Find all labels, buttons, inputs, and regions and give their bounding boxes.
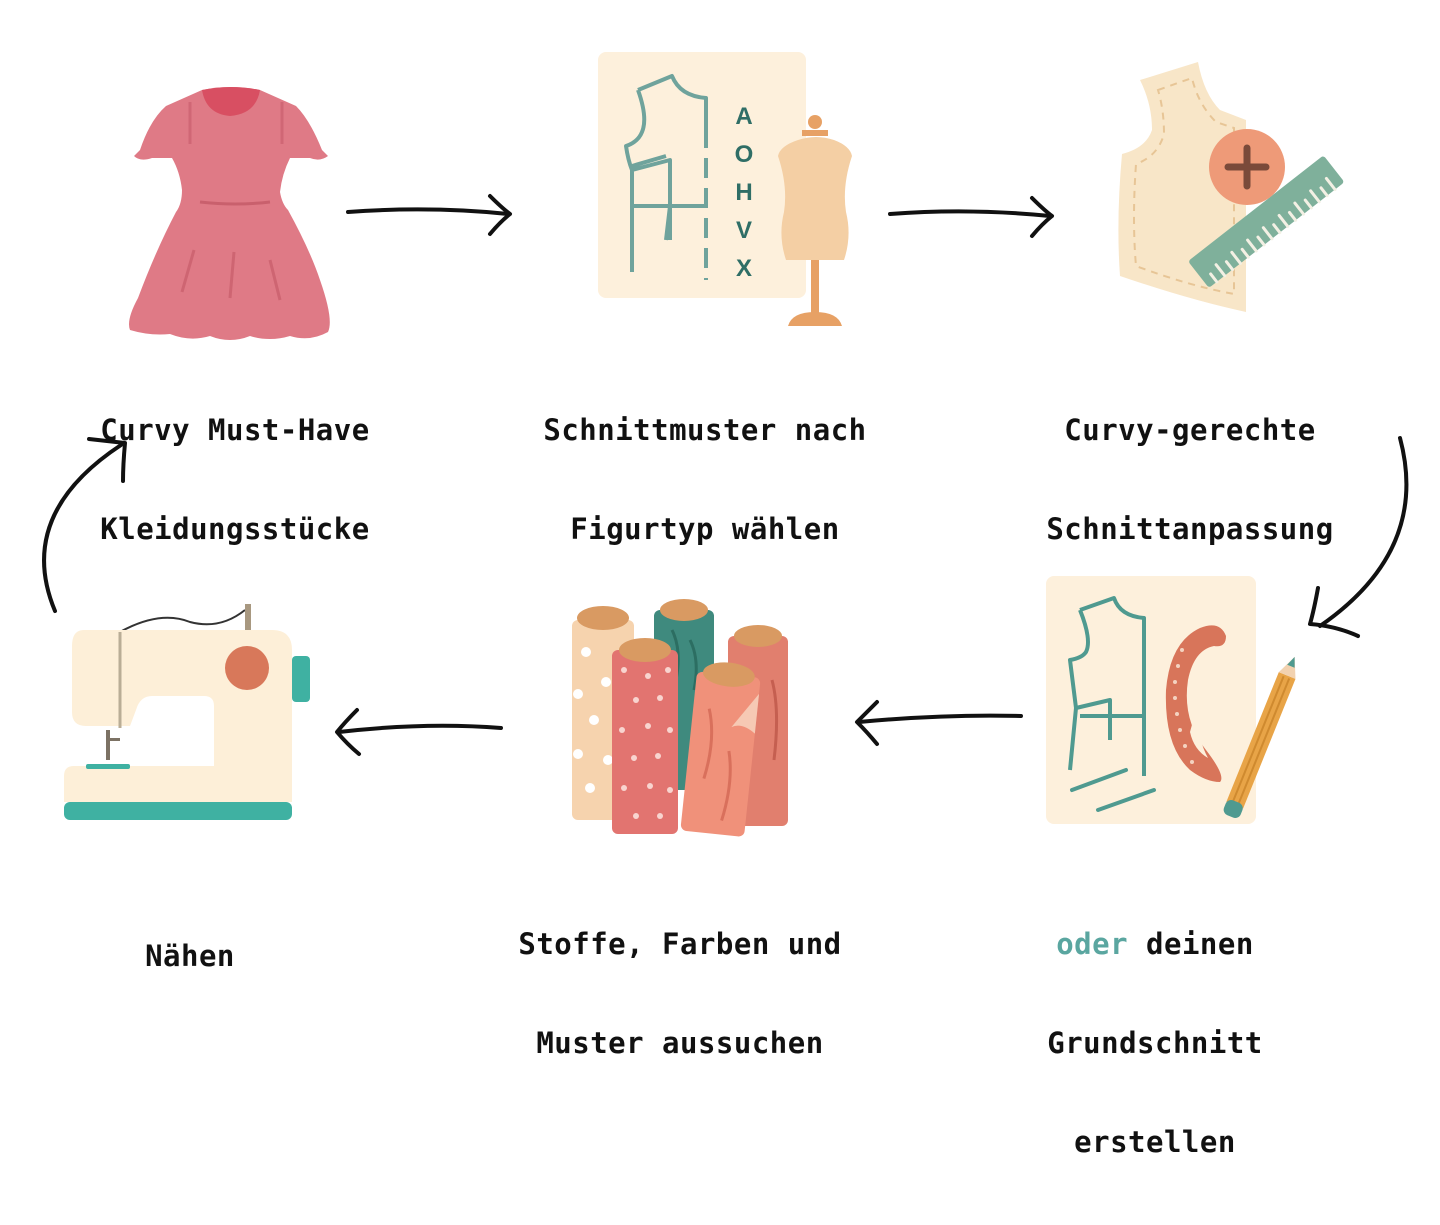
arrow-6-to-1 [42, 437, 127, 613]
step-label-line: Curvy-gerechte [1064, 413, 1316, 447]
arrow-shaft [888, 209, 1052, 218]
arrow-3-to-4 [1308, 436, 1409, 638]
pattern-mannequin-icon: A O H V X [598, 52, 852, 326]
drafting-icon [1046, 576, 1296, 824]
arrow-head [1030, 196, 1054, 238]
step-label-line: Kleidungsstücke [100, 512, 370, 546]
arrow-4-to-5 [855, 700, 1023, 746]
step-label-line: Nähen [145, 939, 235, 973]
arrow-5-to-6 [335, 708, 503, 756]
figure-type-letter: O [735, 141, 754, 168]
arrow-1-to-2 [346, 194, 512, 236]
step-label-line: Stoffe, Farben und [518, 927, 842, 961]
arrow-head [488, 194, 512, 236]
figure-type-letter: V [736, 217, 752, 244]
step-label-line: oder deinen [1010, 928, 1300, 961]
step-label: Nähen [90, 874, 290, 1039]
step-label-line: Figurtyp wählen [570, 512, 840, 546]
arrow-head [855, 700, 879, 746]
arrow-shaft [346, 207, 510, 216]
step-label-line: Schnittanpassung [1046, 512, 1334, 546]
figure-type-list: A O H V X [735, 103, 754, 282]
step-label-text: deinen [1128, 927, 1254, 961]
arrow-shaft [1318, 436, 1409, 628]
fabric-rolls-icon [572, 599, 788, 837]
step-label: Schnittmuster nach Figurtyp wählen [505, 348, 905, 612]
arrow-head [1308, 586, 1360, 638]
accent-word: oder [1056, 927, 1129, 961]
figure-type-letter: A [735, 103, 752, 130]
step-label: oder deinen Grundschnitt erstellen [1010, 862, 1300, 1225]
arrow-head [87, 437, 127, 483]
step-label-line: erstellen [1074, 1125, 1236, 1159]
arrow-shaft [857, 713, 1023, 724]
step-label: Curvy-gerechte Schnittanpassung [1010, 348, 1370, 612]
arrow-head [335, 708, 361, 756]
arrow-shaft [42, 443, 123, 613]
figure-type-letter: H [735, 179, 752, 206]
arrow-shaft [337, 723, 503, 734]
dress-icon [129, 87, 330, 340]
sewing-machine-icon [64, 604, 310, 820]
step-label-line: Grundschnitt [1047, 1026, 1263, 1060]
figure-type-letter: X [736, 255, 752, 282]
step-label: Stoffe, Farben und Muster aussuchen [480, 862, 880, 1126]
step-label-line: Schnittmuster nach [543, 413, 867, 447]
bodice-ruler-plus-icon [1118, 62, 1344, 312]
arrow-2-to-3 [888, 196, 1054, 238]
step-label-line: Muster aussuchen [536, 1026, 824, 1060]
